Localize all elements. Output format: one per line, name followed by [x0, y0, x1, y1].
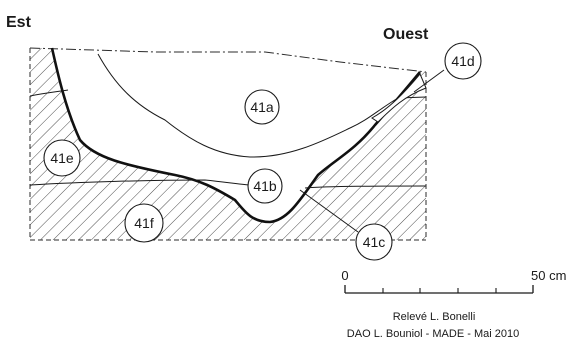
layer-41b-label: 41b: [253, 178, 277, 194]
layer-41e-marker: 41e: [43, 139, 81, 177]
leader-41c: [299, 189, 359, 233]
layer-41e-lower-boundary: [29, 179, 251, 186]
leader-41d: [413, 69, 445, 93]
drafting-credit: DAO L. Bouniol - MADE - Mai 2010: [347, 328, 519, 340]
layer-41a-marker: 41a: [244, 89, 280, 125]
layer-41c-marker: 41c: [355, 223, 393, 261]
scale-bar: 0 50 cm: [341, 268, 566, 294]
hatched-sediment: [30, 48, 426, 240]
layer-41b-marker: 41b: [247, 168, 283, 204]
layer-41d-marker: 41d: [444, 42, 482, 80]
layer-41f-label: 41f: [134, 215, 154, 231]
layer-41e-label: 41e: [50, 150, 74, 166]
layer-41d-label: 41d: [451, 53, 474, 69]
west-label: Ouest: [383, 26, 429, 43]
layer-41e-upper-boundary: [29, 89, 69, 97]
layer-41b-right-boundary: [304, 185, 427, 189]
section-frame-top: [29, 47, 427, 73]
scale-start-label: 0: [341, 268, 348, 283]
layer-41c-label: 41c: [363, 234, 386, 250]
pit-cut-line: [50, 47, 421, 224]
layer-41a-label: 41a: [250, 99, 274, 115]
layer-41d-wedge: [371, 73, 427, 123]
survey-credit: Relevé L. Bonelli: [393, 311, 476, 323]
layer-41a-boundary: [97, 53, 427, 158]
scale-end-label: 50 cm: [531, 268, 566, 283]
east-label: Est: [6, 14, 32, 31]
layer-41f-marker: 41f: [124, 203, 164, 243]
